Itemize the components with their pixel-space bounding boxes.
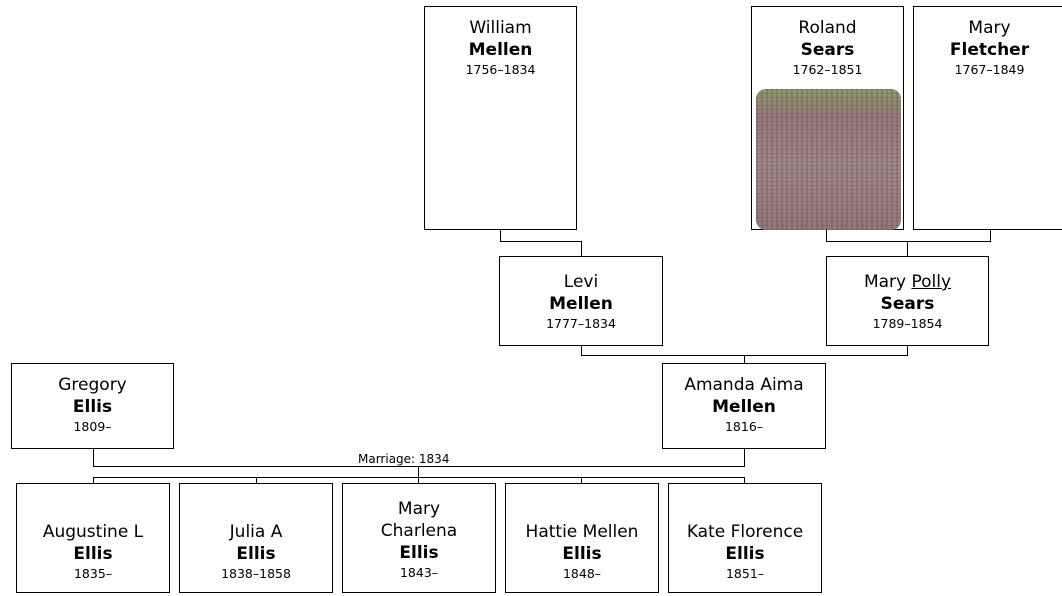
connector-line xyxy=(418,477,419,484)
last-name: Fletcher xyxy=(949,40,1030,60)
last-name: Sears xyxy=(880,294,935,314)
last-name: Ellis xyxy=(725,544,765,564)
life-dates: 1851– xyxy=(725,566,765,581)
connector-line xyxy=(826,241,991,242)
connector-line xyxy=(418,466,419,478)
life-dates: 1843– xyxy=(399,565,439,580)
person-card-mary-charlena-ellis[interactable]: Mary Charlena Ellis 1843– xyxy=(342,483,496,593)
first-name: William xyxy=(469,18,532,38)
connector-line xyxy=(581,477,582,484)
connector-line xyxy=(744,355,745,364)
person-card-julia-a-ellis[interactable]: Julia A Ellis 1838–1858 xyxy=(179,483,333,593)
first-name: Augustine L xyxy=(42,522,144,542)
life-dates: 1809– xyxy=(73,419,112,434)
connector-line xyxy=(990,229,991,241)
marriage-line xyxy=(93,466,745,467)
life-dates: 1835– xyxy=(73,566,113,581)
life-dates: 1789–1854 xyxy=(872,316,943,331)
connector-line xyxy=(744,477,745,484)
first-name: Levi xyxy=(563,272,599,292)
first-name: Mary Charlena xyxy=(380,499,458,541)
last-name: Ellis xyxy=(562,544,602,564)
person-card-kate-florence-ellis[interactable]: Kate Florence Ellis 1851– xyxy=(668,483,822,593)
connector-line xyxy=(256,477,257,484)
last-name: Mellen xyxy=(712,397,776,417)
person-card-mary-polly-sears[interactable]: Mary Polly Sears 1789–1854 xyxy=(826,256,989,346)
first-name: Mary Polly xyxy=(827,271,988,293)
connector-line xyxy=(500,229,501,241)
life-dates: 1777–1834 xyxy=(546,316,616,331)
connector-line xyxy=(500,241,582,242)
connector-line xyxy=(581,345,582,355)
connector-line xyxy=(744,448,745,467)
connector-line xyxy=(907,241,908,257)
first-name: Mary xyxy=(968,18,1011,38)
gravestone-photo[interactable] xyxy=(756,89,901,230)
first-name: Hattie Mellen xyxy=(525,522,639,542)
marriage-label: Marriage: 1834 xyxy=(357,452,451,466)
last-name: Mellen xyxy=(549,294,613,314)
first-name: Gregory xyxy=(58,375,127,395)
connector-line xyxy=(93,477,94,484)
first-name: Julia A xyxy=(229,522,283,542)
person-card-augustine-l-ellis[interactable]: Augustine L Ellis 1835– xyxy=(16,483,170,593)
connector-line xyxy=(826,229,827,241)
life-dates: 1756–1834 xyxy=(465,62,536,77)
person-card-mary-fletcher[interactable]: Mary Fletcher 1767–1849 xyxy=(913,6,1062,230)
person-card-amanda-aima-mellen[interactable]: Amanda Aima Mellen 1816– xyxy=(662,363,826,449)
last-name: Ellis xyxy=(399,543,439,563)
life-dates: 1767–1849 xyxy=(954,62,1025,77)
first-name-part: Mary xyxy=(863,272,907,292)
person-card-roland-sears[interactable]: Roland Sears 1762–1851 xyxy=(751,6,904,230)
last-name: Ellis xyxy=(73,544,113,564)
person-card-gregory-ellis[interactable]: Gregory Ellis 1809– xyxy=(11,363,174,449)
connector-line xyxy=(93,477,745,478)
first-name: Kate Florence xyxy=(686,522,804,542)
first-name: Amanda Aima xyxy=(684,375,804,395)
life-dates: 1838–1858 xyxy=(221,566,291,581)
nickname: Polly xyxy=(911,272,952,292)
life-dates: 1816– xyxy=(724,419,764,434)
connector-line xyxy=(907,345,908,355)
person-card-hattie-mellen-ellis[interactable]: Hattie Mellen Ellis 1848– xyxy=(505,483,659,593)
connector-line xyxy=(93,448,94,467)
person-card-levi-mellen[interactable]: Levi Mellen 1777–1834 xyxy=(499,256,663,346)
last-name: Sears xyxy=(800,40,855,60)
life-dates: 1762–1851 xyxy=(792,62,863,77)
last-name: Ellis xyxy=(236,544,276,564)
person-card-william-mellen[interactable]: William Mellen 1756–1834 xyxy=(424,6,577,230)
connector-line xyxy=(581,241,582,257)
last-name: Ellis xyxy=(72,397,113,417)
first-name: Roland xyxy=(798,18,857,38)
life-dates: 1848– xyxy=(562,566,602,581)
last-name: Mellen xyxy=(468,40,533,60)
